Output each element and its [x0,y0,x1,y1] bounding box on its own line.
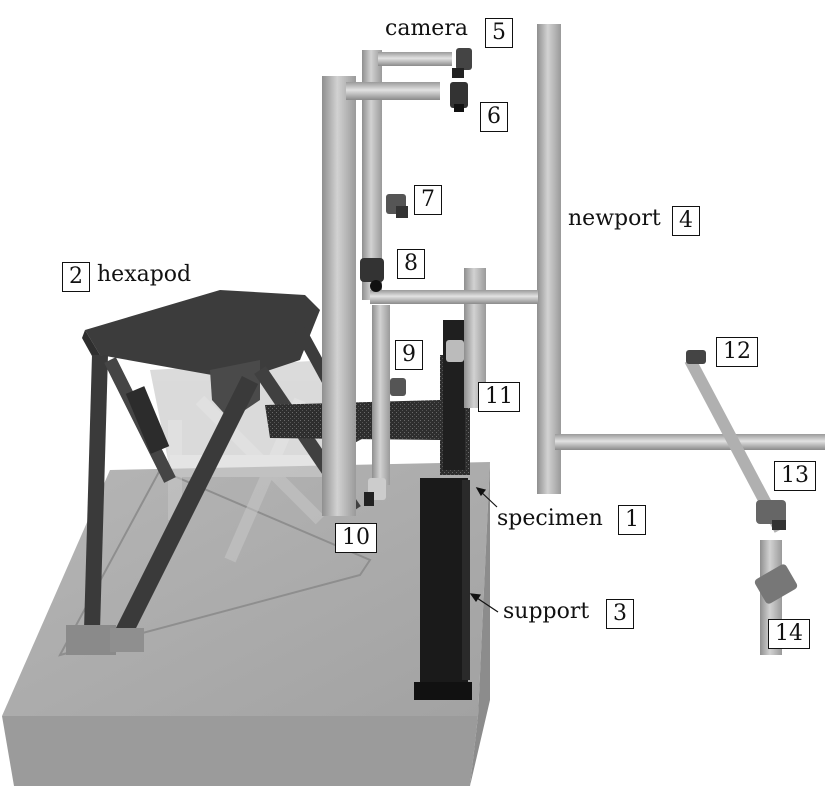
cameras [360,48,798,604]
label-support: support [503,599,590,624]
number-box-8: 8 [397,249,425,279]
number-box-7: 7 [414,185,442,215]
number-box-9: 9 [395,340,423,370]
camera-7 [386,194,408,218]
number-box-11: 11 [478,382,520,412]
label-specimen: specimen [497,506,603,531]
label-newport: newport [568,206,661,231]
number-box-13: 13 [774,461,816,491]
hexapod [66,290,366,655]
label-hexapod: hexapod [97,262,192,287]
camera-8 [360,258,384,292]
number-box-14: 14 [768,619,810,649]
support [414,320,472,700]
number-box-3: 3 [606,599,634,629]
camera-12 [686,350,706,364]
camera-11 [446,340,464,362]
camera-13 [756,500,786,530]
number-box-5: 5 [485,18,513,48]
number-box-1: 1 [618,505,646,535]
camera-9 [390,378,406,396]
camera-6 [450,82,468,112]
camera-10 [364,478,386,506]
number-box-10: 10 [335,523,377,553]
camera-5 [452,48,472,78]
number-box-4: 4 [672,206,700,236]
callout-arrows [469,487,499,613]
number-box-6: 6 [480,102,508,132]
label-camera: camera [385,16,468,41]
number-box-12: 12 [716,337,758,367]
camera-14 [754,564,798,604]
number-box-2: 2 [62,262,90,292]
